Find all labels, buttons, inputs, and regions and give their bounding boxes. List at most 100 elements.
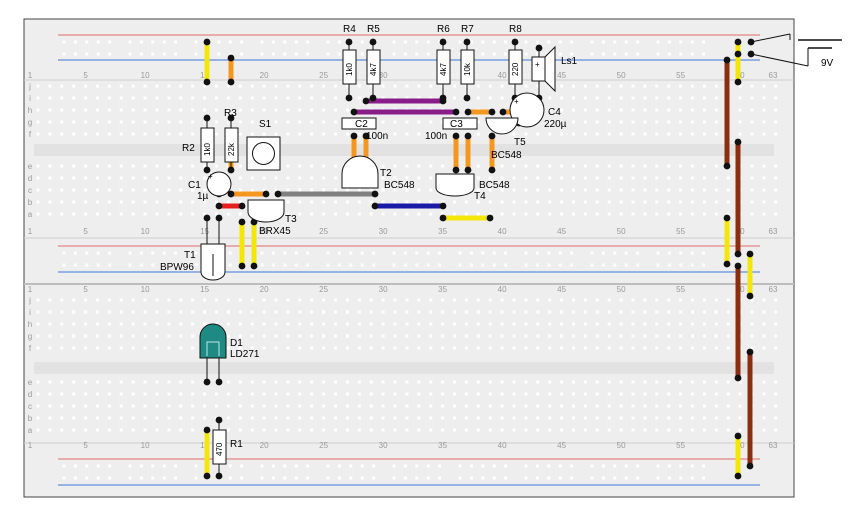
breadboard-hole — [679, 52, 683, 56]
breadboard-hole — [392, 464, 396, 468]
breadboard-hole — [548, 188, 552, 192]
breadboard-hole — [762, 96, 766, 100]
resistor-value: 22k — [227, 142, 236, 156]
breadboard-hole — [481, 251, 485, 255]
breadboard-hole — [322, 334, 326, 338]
breadboard-hole — [655, 132, 659, 136]
breadboard-hole — [393, 120, 397, 124]
breadboard-hole — [619, 120, 623, 124]
breadboard-hole — [155, 428, 159, 432]
column-number: 45 — [557, 227, 566, 236]
breadboard-hole — [179, 132, 183, 136]
breadboard-hole — [310, 176, 314, 180]
wire-endpoint — [746, 292, 754, 300]
breadboard-hole — [107, 200, 111, 204]
breadboard-hole — [536, 176, 540, 180]
breadboard-hole — [583, 176, 587, 180]
breadboard-hole — [194, 251, 198, 255]
breadboard-hole — [655, 346, 659, 350]
breadboard-hole — [226, 120, 230, 124]
breadboard-hole — [607, 310, 611, 314]
breadboard-hole — [334, 84, 337, 88]
breadboard-hole — [667, 188, 671, 192]
breadboard-hole — [417, 164, 421, 168]
wire-endpoint — [452, 166, 460, 174]
breadboard-hole — [131, 346, 135, 350]
wire-endpoint — [203, 78, 211, 86]
breadboard-hole — [714, 380, 718, 384]
breadboard-hole — [481, 263, 485, 267]
breadboard-hole — [691, 176, 694, 180]
breadboard-hole — [624, 251, 628, 255]
capacitor-ref: C3 — [450, 119, 463, 130]
resistor-ref: R3 — [224, 108, 237, 119]
breadboard-hole — [119, 120, 123, 124]
wire-endpoint — [371, 202, 379, 210]
breadboard-hole — [274, 298, 278, 302]
breadboard-hole — [619, 108, 623, 112]
breadboard-hole — [179, 298, 183, 302]
breadboard-hole — [524, 212, 528, 216]
breadboard-hole — [547, 476, 551, 480]
breadboard-hole — [322, 310, 326, 314]
breadboard-hole — [429, 404, 433, 408]
breadboard-hole — [631, 346, 635, 350]
breadboard-hole — [369, 310, 373, 314]
breadboard-hole — [631, 84, 635, 88]
breadboard-hole — [714, 392, 718, 396]
breadboard-hole — [624, 476, 628, 480]
breadboard-hole — [667, 298, 671, 302]
breadboard-hole — [512, 334, 516, 338]
breadboard-hole — [535, 40, 539, 44]
breadboard-hole — [464, 334, 468, 338]
breadboard-hole — [691, 212, 694, 216]
breadboard-hole — [345, 84, 349, 88]
breadboard-hole — [36, 380, 40, 384]
breadboard-hole — [226, 334, 230, 338]
breadboard-hole — [119, 334, 123, 338]
breadboard-hole — [226, 200, 230, 204]
breadboard-hole — [203, 404, 207, 408]
row-letter: f — [29, 344, 32, 353]
breadboard-hole — [667, 132, 671, 136]
breadboard-hole — [36, 84, 40, 88]
breadboard-hole — [167, 84, 171, 88]
breadboard-hole — [774, 322, 778, 326]
breadboard-hole — [381, 84, 385, 88]
breadboard-hole — [143, 96, 147, 100]
breadboard-hole — [260, 464, 264, 468]
breadboard-hole — [191, 346, 195, 350]
breadboard-hole — [469, 251, 473, 255]
breadboard-hole — [191, 334, 195, 338]
breadboard-hole — [476, 392, 480, 396]
breadboard-hole — [194, 52, 198, 56]
breadboard-hole — [139, 40, 143, 44]
breadboard-hole — [774, 298, 778, 302]
breadboard-hole — [240, 464, 244, 468]
wire-endpoint — [746, 348, 754, 356]
breadboard-hole — [298, 212, 302, 216]
breadboard-hole — [762, 132, 766, 136]
breadboard-hole — [774, 200, 778, 204]
breadboard-hole — [488, 404, 492, 408]
breadboard-hole — [62, 476, 66, 480]
breadboard-hole — [345, 346, 349, 350]
breadboard-hole — [60, 416, 64, 420]
breadboard-hole — [203, 108, 207, 112]
breadboard-hole — [151, 464, 155, 468]
breadboard-hole — [476, 188, 480, 192]
breadboard-hole — [72, 404, 76, 408]
breadboard-hole — [310, 322, 314, 326]
breadboard-hole — [60, 120, 64, 124]
breadboard-hole — [691, 108, 694, 112]
breadboard-hole — [415, 52, 419, 56]
breadboard-hole — [643, 96, 647, 100]
breadboard-hole — [631, 334, 635, 338]
breadboard-hole — [643, 392, 647, 396]
breadboard-hole — [453, 84, 456, 88]
breadboard-hole — [750, 132, 754, 136]
breadboard-hole — [429, 176, 433, 180]
breadboard-hole — [714, 164, 718, 168]
row-letter: g — [28, 118, 32, 127]
breadboard-hole — [322, 108, 326, 112]
